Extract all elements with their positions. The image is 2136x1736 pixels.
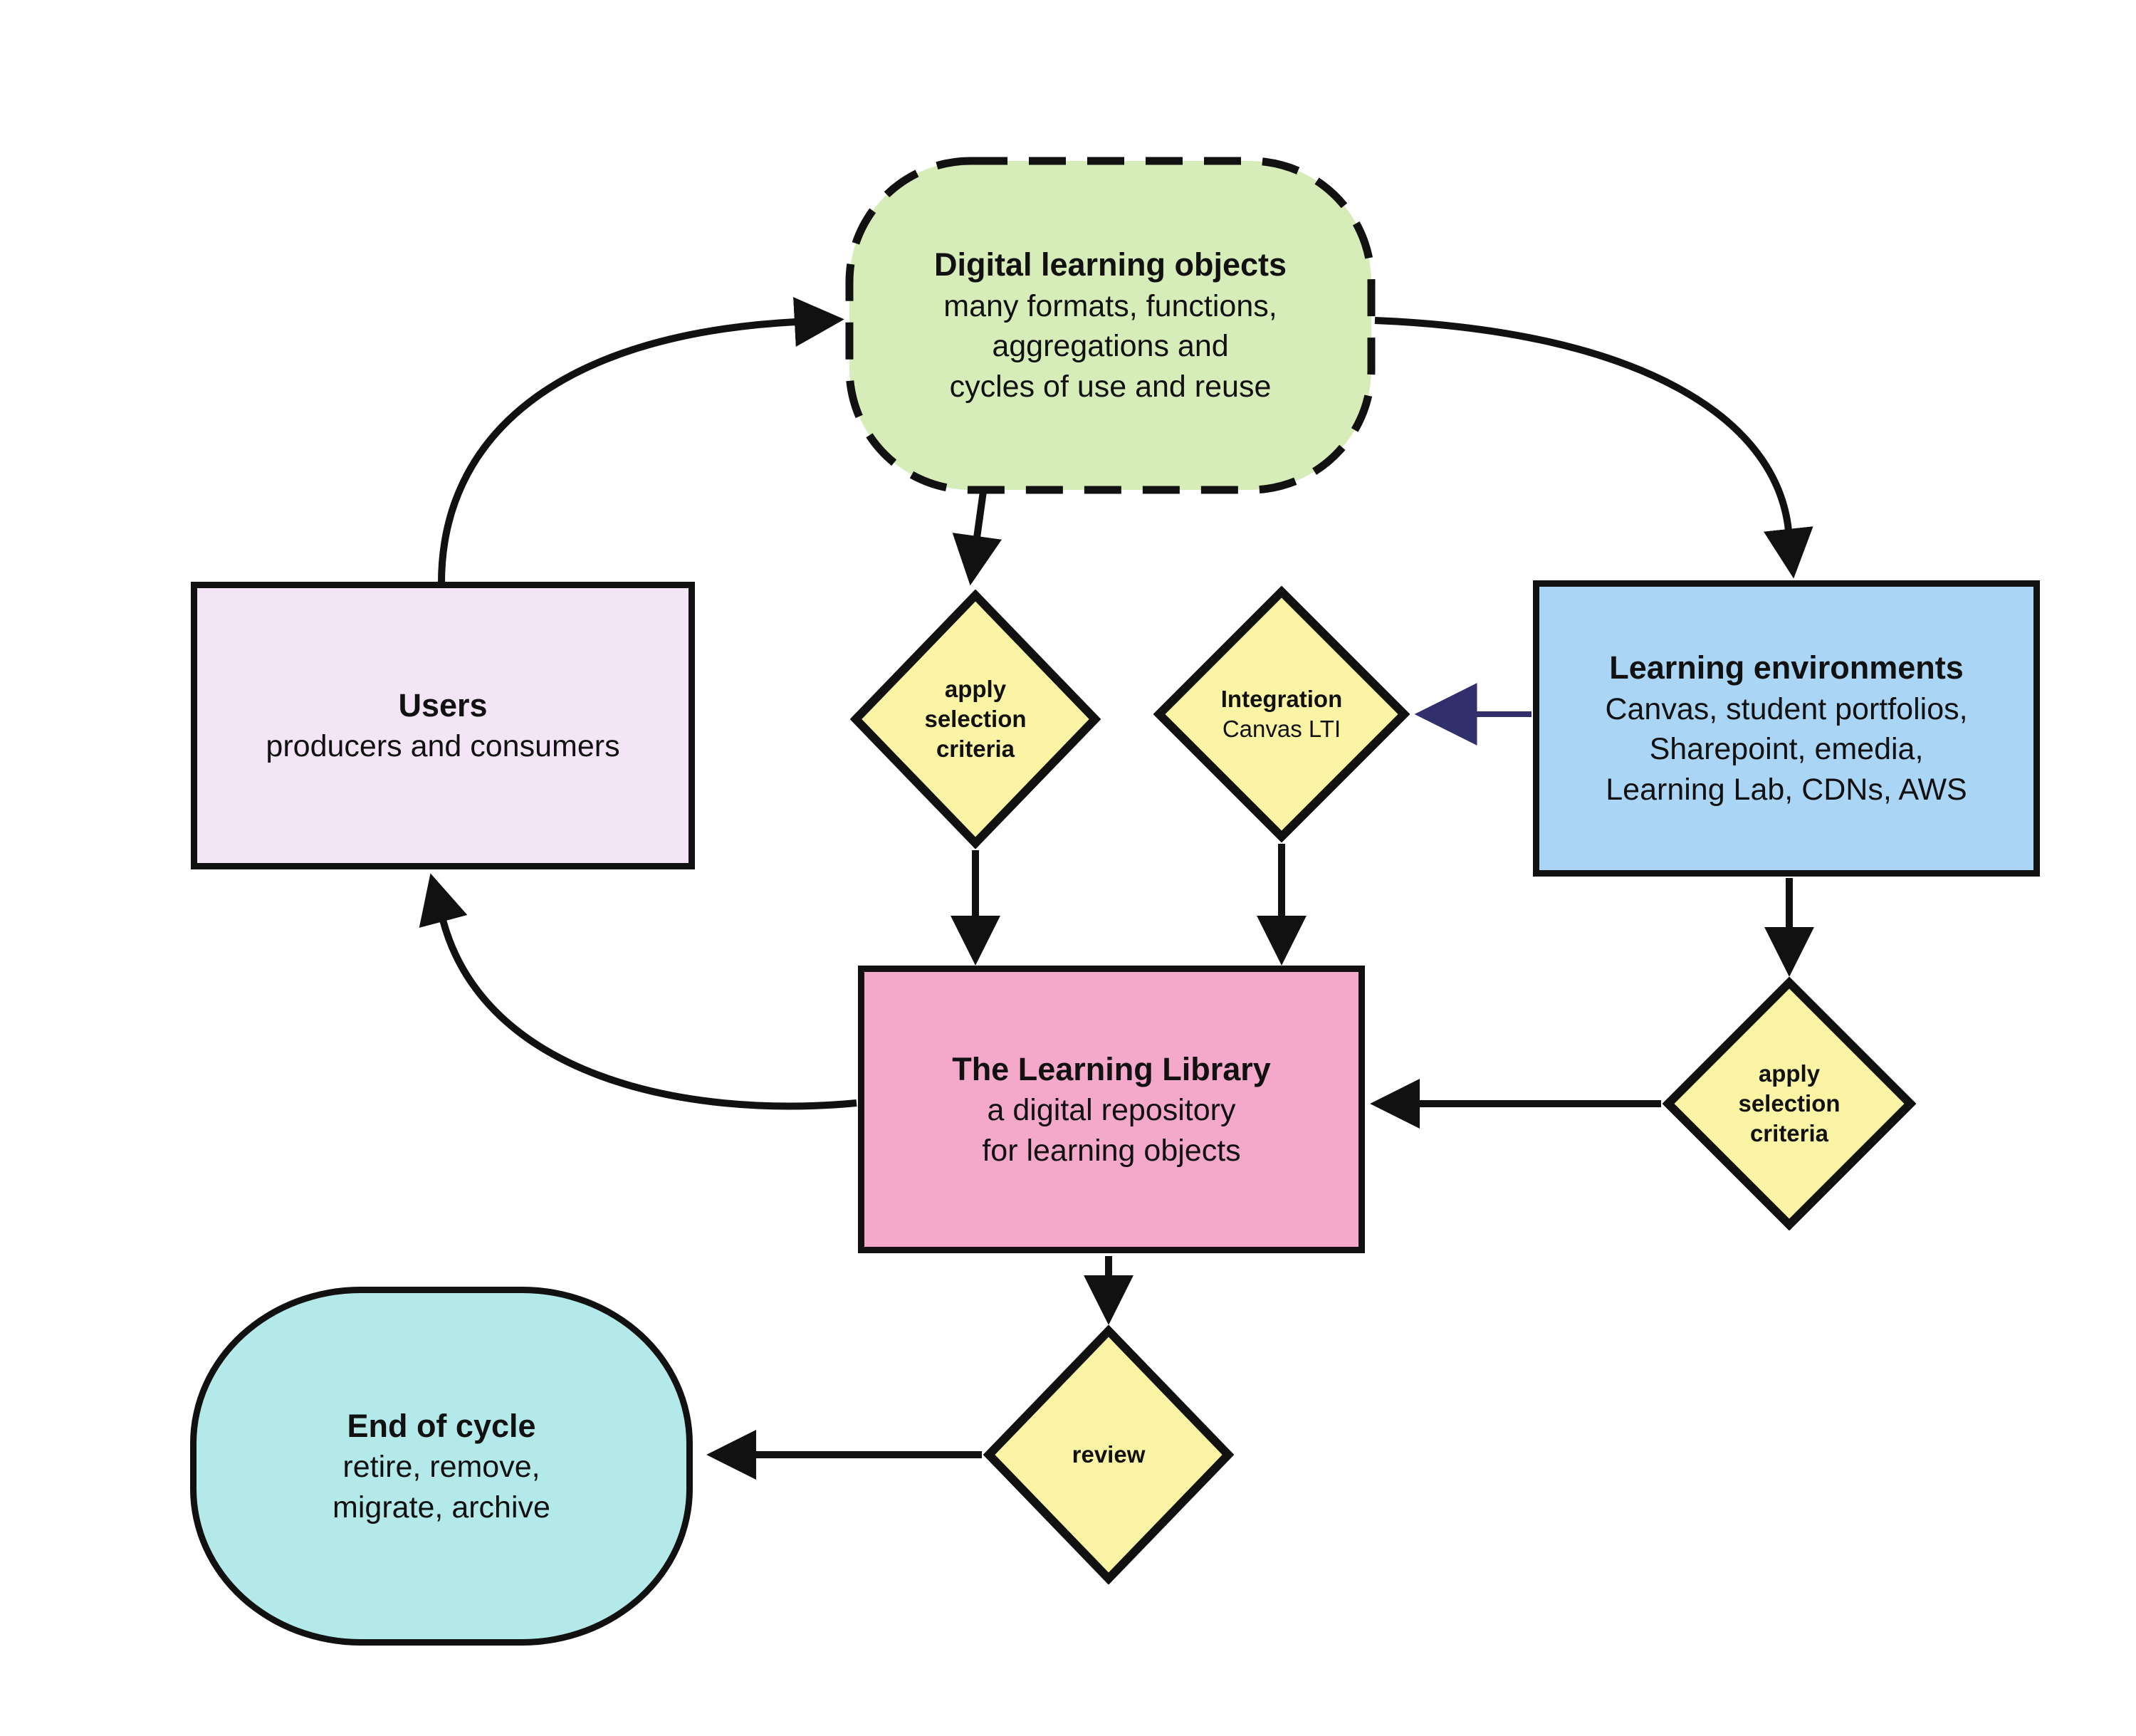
review-shape	[983, 1325, 1234, 1584]
learning-library-line: for learning objects	[982, 1133, 1241, 1168]
apply-selection-right-line: criteria	[1749, 1120, 1829, 1147]
learning-library-line: a digital repository	[987, 1092, 1236, 1127]
digital-learning-objects-label: Digital learning objects many formats, f…	[844, 156, 1376, 495]
apply-selection-right-label: apply selection criteria	[1663, 977, 1916, 1230]
learning-environments-line: Learning Lab, CDNs, AWS	[1606, 773, 1967, 807]
digital-learning-objects-node	[844, 156, 1376, 495]
arrow-digital-objects-to-learning-environments	[1374, 317, 1813, 579]
learning-environments-line: Canvas, student portfolios,	[1605, 691, 1968, 726]
apply-selection-top-node	[850, 590, 1101, 849]
digital-learning-objects-shape	[845, 157, 1376, 494]
apply-selection-right-shape	[1663, 977, 1916, 1230]
integration-shape	[1153, 586, 1410, 842]
learning-environments-title: Learning environments	[1609, 649, 1964, 686]
apply-selection-top-line: apply	[944, 675, 1007, 702]
review-line: review	[1072, 1440, 1146, 1468]
apply-selection-top-label: apply selection criteria	[850, 590, 1101, 849]
review-node	[983, 1325, 1234, 1584]
apply-selection-right-node	[1663, 977, 1916, 1230]
learning-environments-node: Learning environments Canvas, student po…	[1533, 580, 2040, 877]
learning-environments-line: Sharepoint, emedia,	[1649, 732, 1924, 767]
apply-selection-top-shape	[850, 590, 1101, 849]
users-line: producers and consumers	[266, 729, 620, 764]
apply-selection-top-line: criteria	[936, 736, 1015, 763]
users-title: Users	[398, 686, 488, 723]
apply-selection-right-line: apply	[1758, 1060, 1821, 1087]
digital-learning-objects-line: aggregations and	[992, 329, 1229, 364]
end-of-cycle-line: migrate, archive	[333, 1490, 550, 1525]
apply-selection-top-line: selection	[924, 705, 1027, 732]
integration-node	[1153, 586, 1410, 842]
digital-learning-objects-line: cycles of use and reuse	[949, 370, 1272, 404]
end-of-cycle-node: End of cycle retire, remove, migrate, ar…	[190, 1287, 693, 1646]
learning-library-title: The Learning Library	[952, 1050, 1271, 1087]
digital-learning-objects-line: many formats, functions,	[943, 288, 1277, 323]
arrow-digital-objects-to-apply-selection-top	[952, 486, 1002, 586]
users-node: Users producers and consumers	[191, 582, 695, 869]
review-label: review	[983, 1325, 1234, 1584]
integration-line: Canvas LTI	[1222, 716, 1341, 742]
learning-library-node: The Learning Library a digital repositor…	[858, 966, 1365, 1253]
integration-label: Integration Canvas LTI	[1153, 586, 1410, 842]
end-of-cycle-line: retire, remove,	[342, 1449, 540, 1484]
end-of-cycle-title: End of cycle	[347, 1407, 536, 1444]
arrow-users-to-digital-objects	[438, 297, 844, 584]
integration-title: Integration	[1220, 685, 1343, 712]
digital-learning-objects-title: Digital learning objects	[933, 246, 1287, 283]
apply-selection-right-line: selection	[1738, 1089, 1841, 1117]
arrow-library-to-users	[419, 873, 857, 1110]
